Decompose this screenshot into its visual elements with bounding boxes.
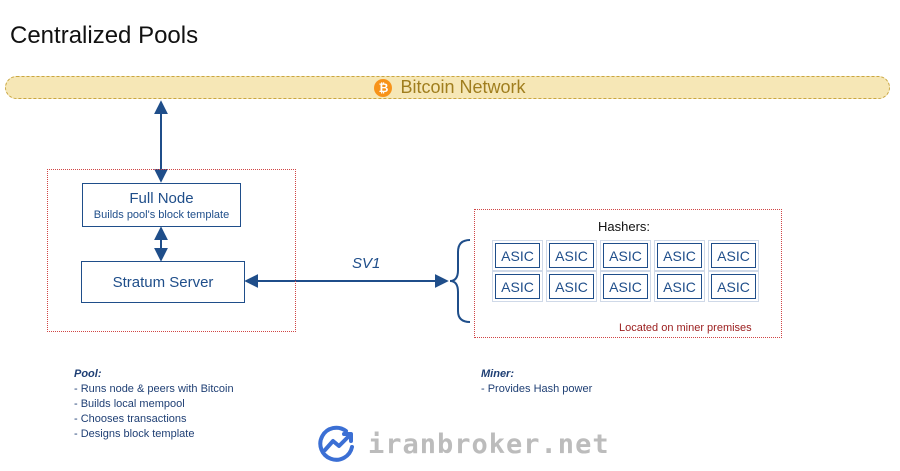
page-title: Centralized Pools	[10, 22, 199, 49]
pool-notes: Pool: - Runs node & peers with Bitcoin -…	[74, 367, 234, 442]
pool-note-item: - Runs node & peers with Bitcoin	[74, 383, 234, 395]
asic-box: ASIC	[600, 271, 651, 302]
miner-note-item: - Provides Hash power	[481, 383, 593, 395]
asic-box: ASIC	[708, 271, 759, 302]
sv1-protocol-label: SV1	[352, 255, 381, 272]
stratum-server-box: Stratum Server	[81, 261, 245, 303]
asic-box: ASIC	[546, 240, 597, 271]
pool-note-item: - Designs block template	[74, 428, 195, 440]
asic-box: ASIC	[492, 271, 543, 302]
watermark: iranbroker.net	[316, 424, 610, 464]
hashers-label: Hashers:	[598, 219, 651, 234]
asic-box: ASIC	[708, 240, 759, 271]
pool-notes-title: Pool:	[74, 368, 102, 380]
asic-box: ASIC	[654, 240, 705, 271]
bitcoin-network-label: ₿ Bitcoin Network	[0, 76, 900, 99]
bitcoin-network-bar	[5, 76, 890, 99]
bitcoin-network-text: Bitcoin Network	[400, 77, 526, 97]
full-node-box: Full Node Builds pool's block template	[82, 183, 241, 227]
bitcoin-icon: ₿	[374, 78, 393, 97]
miner-premises-label: Located on miner premises	[619, 322, 752, 334]
full-node-title: Full Node	[129, 190, 194, 207]
pool-boundary	[47, 169, 296, 332]
miner-notes: Miner: - Provides Hash power	[481, 367, 592, 397]
iranbroker-logo-icon	[318, 425, 354, 462]
full-node-subtitle: Builds pool's block template	[93, 209, 230, 221]
pool-note-item: - Chooses transactions	[74, 413, 187, 425]
asic-box: ASIC	[654, 271, 705, 302]
asic-box: ASIC	[546, 271, 597, 302]
watermark-text: iranbroker.net	[368, 428, 610, 460]
miner-premises-boundary	[474, 209, 782, 338]
hashers-brace	[449, 239, 471, 323]
pool-note-item: - Builds local mempool	[74, 398, 185, 410]
asic-box: ASIC	[492, 240, 543, 271]
miner-notes-title: Miner:	[481, 368, 514, 380]
asic-box: ASIC	[600, 240, 651, 271]
